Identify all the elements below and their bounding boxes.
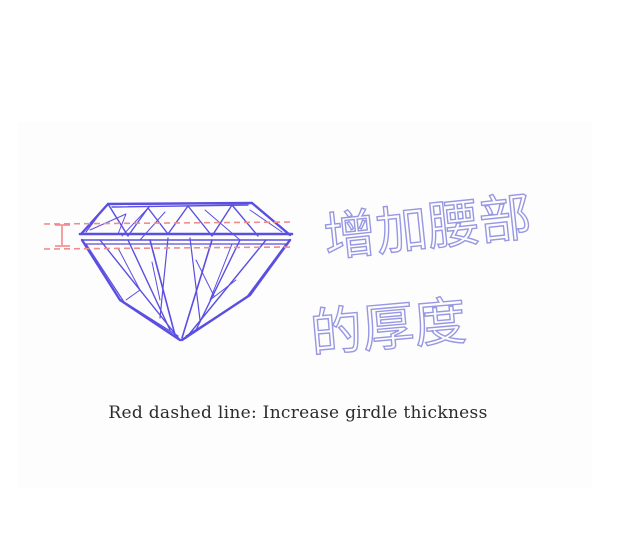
caption-text: Red dashed line: Increase girdle thickne… bbox=[108, 403, 488, 423]
handwriting-line-1: 增加腰部 bbox=[321, 188, 534, 269]
handwriting-line-2: 的厚度 bbox=[308, 292, 469, 365]
diamond-drawing bbox=[78, 201, 294, 342]
illustration-panel bbox=[18, 122, 592, 488]
dashed-line-bottom bbox=[43, 246, 293, 250]
thickness-marker bbox=[55, 224, 70, 247]
handwritten-note: 增加腰部 的厚度 bbox=[307, 187, 535, 366]
red-dashed-guide bbox=[43, 221, 293, 250]
dashed-line-top bbox=[43, 221, 293, 225]
